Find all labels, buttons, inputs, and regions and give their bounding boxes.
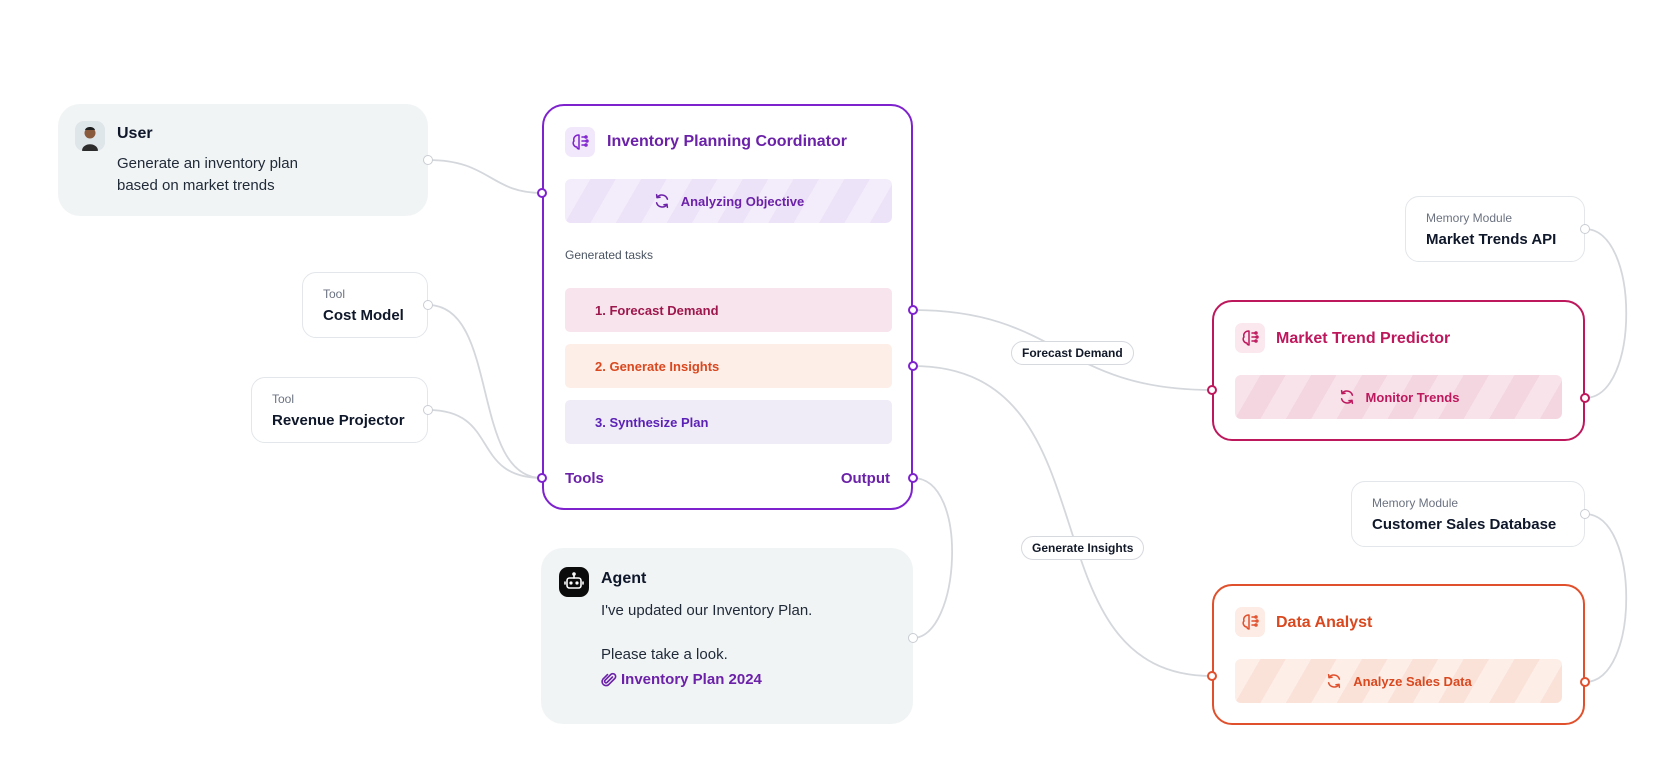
attachment-name: Inventory Plan 2024 bbox=[621, 671, 762, 688]
tool-name: Revenue Projector bbox=[272, 412, 405, 429]
agent-message-line1: I've updated our Inventory Plan. bbox=[601, 602, 813, 619]
tool-name: Cost Model bbox=[323, 307, 404, 324]
memory-card-customer-sales-database[interactable]: Memory Module Customer Sales Database bbox=[1351, 481, 1585, 547]
wire-insights bbox=[912, 365, 1213, 677]
port-customer-memory[interactable] bbox=[1580, 509, 1590, 519]
agent-title: Market Trend Predictor bbox=[1276, 330, 1451, 347]
paperclip-icon bbox=[601, 672, 617, 686]
refresh-icon bbox=[1328, 673, 1341, 689]
brain-circuit-icon bbox=[1235, 323, 1265, 353]
memory-kind: Memory Module bbox=[1426, 211, 1513, 225]
wire-output-agent bbox=[912, 477, 953, 639]
tool-card-cost-model[interactable]: Tool Cost Model bbox=[302, 272, 428, 338]
wire-user-coordinator bbox=[427, 159, 543, 194]
memory-card-market-trends-api[interactable]: Memory Module Market Trends API bbox=[1405, 196, 1585, 262]
port-data-analyst-out[interactable] bbox=[1580, 677, 1590, 687]
port-task2-out[interactable] bbox=[908, 361, 918, 371]
refresh-icon bbox=[655, 193, 668, 209]
coordinator-title: Inventory Planning Coordinator bbox=[607, 133, 848, 150]
tool-kind: Tool bbox=[272, 392, 295, 406]
port-user-out[interactable] bbox=[423, 155, 433, 165]
edge-label-forecast-demand: Forecast Demand bbox=[1011, 341, 1134, 365]
user-message-text: Generate an inventory plan based on mark… bbox=[117, 155, 298, 194]
tools-label: Tools bbox=[565, 470, 604, 487]
refresh-icon bbox=[1340, 389, 1353, 405]
status-label: Analyze Sales Data bbox=[1353, 673, 1472, 689]
port-agent-message-in[interactable] bbox=[908, 633, 918, 643]
robot-icon bbox=[559, 567, 589, 597]
memory-kind: Memory Module bbox=[1372, 496, 1459, 510]
tool-kind: Tool bbox=[323, 287, 346, 301]
tool-card-revenue-projector[interactable]: Tool Revenue Projector bbox=[251, 377, 428, 443]
agent-status: Analyze Sales Data bbox=[1235, 659, 1562, 703]
port-revenue-projector-out[interactable] bbox=[423, 405, 433, 415]
wire-customer-memory bbox=[1584, 513, 1628, 683]
agent-name: Agent bbox=[601, 570, 647, 587]
task-synthesize-plan[interactable]: 3. Synthesize Plan bbox=[565, 400, 892, 444]
coordinator-status: Analyzing Objective bbox=[565, 179, 892, 223]
port-coordinator-in[interactable] bbox=[537, 188, 547, 198]
port-cost-model-out[interactable] bbox=[423, 300, 433, 310]
port-market-predictor-out[interactable] bbox=[1580, 393, 1590, 403]
agent-status: Monitor Trends bbox=[1235, 375, 1562, 419]
user-message-card: User Generate an inventory plan based on… bbox=[58, 104, 428, 216]
brain-circuit-icon bbox=[565, 127, 595, 157]
agent-title: Data Analyst bbox=[1276, 614, 1373, 631]
attachment-link[interactable]: Inventory Plan 2024 bbox=[601, 671, 762, 688]
status-label: Monitor Trends bbox=[1365, 389, 1460, 405]
edge-label-generate-insights: Generate Insights bbox=[1021, 536, 1145, 560]
data-analyst-card[interactable]: Data Analyst Analyze Sales Data bbox=[1212, 584, 1585, 725]
port-data-analyst-in[interactable] bbox=[1207, 671, 1217, 681]
status-label: Analyzing Objective bbox=[680, 193, 805, 209]
coordinator-card[interactable]: Inventory Planning Coordinator Analyzing… bbox=[542, 104, 913, 510]
agent-message-line2: Please take a look. bbox=[601, 646, 728, 663]
task-forecast-demand[interactable]: 1. Forecast Demand bbox=[565, 288, 892, 332]
memory-name: Customer Sales Database bbox=[1372, 516, 1557, 533]
port-tools[interactable] bbox=[537, 473, 547, 483]
wire-revenue-tools bbox=[427, 409, 543, 479]
user-avatar bbox=[75, 121, 105, 151]
task-generate-insights[interactable]: 2. Generate Insights bbox=[565, 344, 892, 388]
agent-message-card: Agent I've updated our Inventory Plan. P… bbox=[541, 548, 913, 724]
memory-name: Market Trends API bbox=[1426, 231, 1557, 248]
brain-circuit-icon bbox=[1235, 607, 1265, 637]
port-market-memory[interactable] bbox=[1580, 224, 1590, 234]
port-task1-out[interactable] bbox=[908, 305, 918, 315]
wire-cost-tools bbox=[427, 304, 543, 479]
user-name: User bbox=[117, 125, 153, 142]
port-output[interactable] bbox=[908, 473, 918, 483]
generated-tasks-label: Generated tasks bbox=[565, 248, 654, 262]
output-label: Output bbox=[840, 470, 890, 487]
market-trend-predictor-card[interactable]: Market Trend Predictor Monitor Trends bbox=[1212, 300, 1585, 441]
wire-market-memory bbox=[1584, 228, 1628, 399]
port-market-predictor-in[interactable] bbox=[1207, 385, 1217, 395]
